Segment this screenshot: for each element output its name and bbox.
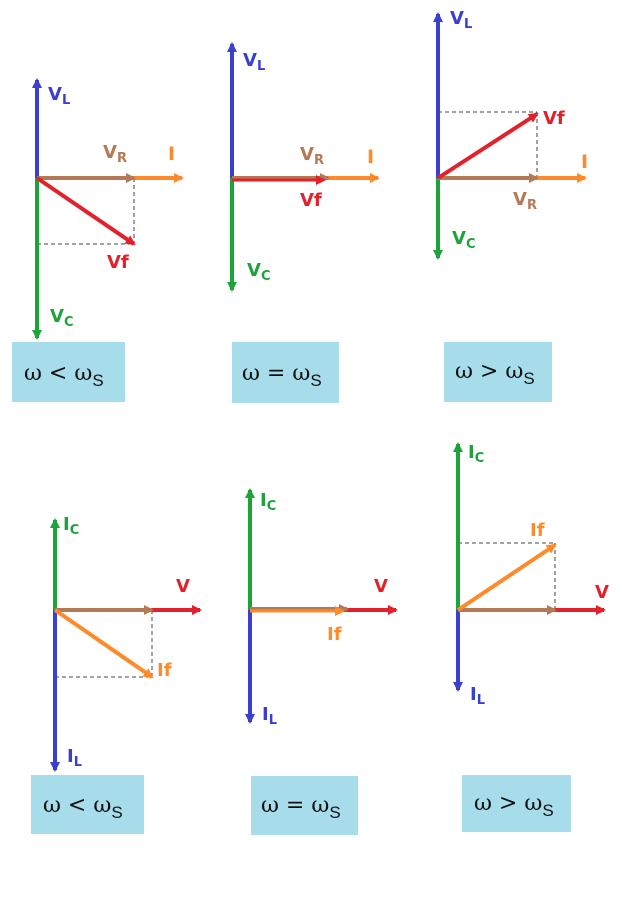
- ic-label: IC: [468, 442, 484, 466]
- v-label: V: [374, 576, 388, 597]
- il-label: IL: [470, 684, 485, 708]
- ic-label: IC: [63, 514, 79, 538]
- vc-label: VC: [452, 228, 475, 252]
- caption-text: ω < ωS: [43, 793, 123, 822]
- if-label: If: [157, 660, 172, 681]
- vf-arrow: [35, 176, 136, 246]
- if-arrow: [53, 608, 154, 679]
- vr-label: VR: [513, 189, 537, 213]
- caption-eq-top: ω = ωS: [232, 342, 339, 403]
- voltage-diagram-lt: VL VR I Vf VC: [32, 78, 184, 340]
- caption-eq-bottom: ω = ωS: [251, 776, 358, 835]
- caption-lt-top: ω < ωS: [12, 342, 125, 402]
- vl-label: VL: [48, 84, 70, 108]
- caption-text: ω = ωS: [261, 793, 341, 822]
- vr-label: VR: [103, 142, 127, 166]
- vf-label: Vf: [543, 108, 565, 129]
- caption-lt-bottom: ω < ωS: [31, 775, 144, 834]
- current-diagram-eq: IC V If IL: [245, 488, 398, 728]
- vc-label: VC: [247, 260, 270, 284]
- caption-text: ω > ωS: [455, 359, 535, 388]
- if-arrow: [456, 543, 557, 612]
- caption-gt-bottom: ω > ωS: [462, 775, 571, 832]
- i-label: I: [168, 143, 175, 165]
- voltage-diagram-gt: VL Vf I VR VC: [433, 8, 588, 260]
- caption-gt-top: ω > ωS: [444, 342, 552, 402]
- vc-label: VC: [50, 306, 73, 330]
- il-label: IL: [262, 704, 277, 728]
- vr-label: VR: [300, 144, 324, 168]
- if-label: If: [327, 624, 342, 645]
- il-label: IL: [67, 746, 82, 770]
- current-diagram-gt: IC If V IL: [453, 442, 609, 708]
- caption-text: ω > ωS: [474, 791, 554, 820]
- caption-text: ω < ωS: [24, 361, 104, 390]
- vf-label: Vf: [300, 190, 322, 211]
- vl-label: VL: [243, 50, 265, 74]
- voltage-diagram-eq: VL VR I Vf VC: [227, 42, 380, 292]
- current-diagram-lt: IC V If IL: [50, 514, 202, 772]
- vf-label: Vf: [107, 252, 129, 273]
- vl-label: VL: [450, 8, 472, 32]
- i-label: I: [367, 146, 374, 168]
- if-label: If: [530, 520, 545, 541]
- caption-text: ω = ωS: [242, 361, 322, 390]
- v-label: V: [176, 576, 190, 597]
- ic-label: IC: [260, 490, 276, 514]
- i-label: I: [581, 151, 588, 173]
- v-label: V: [595, 582, 609, 603]
- vf-arrow: [436, 112, 539, 180]
